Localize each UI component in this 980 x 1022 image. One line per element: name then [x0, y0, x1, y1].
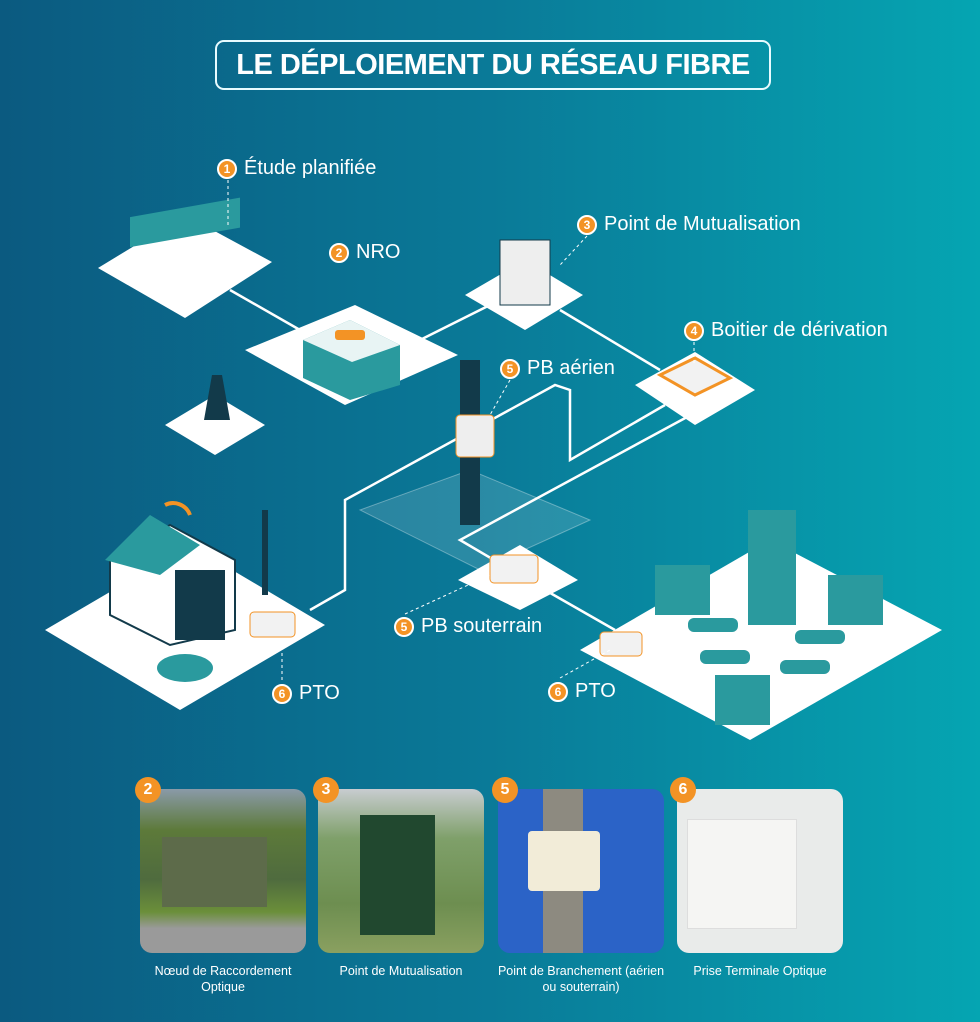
palm-tree [262, 510, 268, 595]
boitier [656, 356, 734, 397]
photo-pb [498, 789, 664, 953]
photo-badge: 5 [492, 777, 518, 803]
photo-badge: 3 [313, 777, 339, 803]
step-label: Boitier de dérivation [711, 319, 888, 341]
wifi-icon [164, 501, 192, 516]
tower-kiosk [748, 510, 796, 625]
desk-illustration [130, 197, 240, 248]
platform-etude [98, 215, 272, 318]
step-boitier-derivation: 4 Boitier de dérivation [684, 319, 888, 342]
step-label: PTO [575, 680, 616, 702]
step-badge: 3 [577, 214, 597, 235]
step-label: PB aérien [527, 357, 615, 379]
photo-caption: Nœud de Raccordement Optique [154, 964, 292, 994]
step-point-mutualisation: 3 Point de Mutualisation [577, 213, 801, 236]
step-badge: 2 [329, 242, 349, 263]
pb-souterrain-box [489, 554, 539, 584]
step-label: PB souterrain [421, 615, 543, 637]
step-badge: 5 [500, 358, 520, 379]
platform-tree [165, 395, 265, 455]
step-badge: 6 [548, 681, 568, 702]
step-badge: 6 [272, 683, 292, 704]
photo-pto [677, 789, 843, 953]
photo-nro [140, 789, 306, 953]
step-label: Point de Mutualisation [604, 213, 801, 235]
photo-badge: 2 [135, 777, 161, 803]
step-etude-planifiee: 1 Étude planifiée [217, 157, 376, 180]
step-label: Étude planifiée [244, 157, 377, 179]
pm-cabinet [499, 239, 551, 306]
tree-icon [204, 375, 230, 420]
step-label: PTO [299, 682, 340, 704]
step-pb-souterrain: 5 PB souterrain [394, 615, 542, 638]
page-title: LE DÉPLOIEMENT DU RÉSEAU FIBRE [215, 40, 771, 90]
step-badge: 4 [684, 320, 704, 341]
photo-pm [318, 789, 484, 953]
photo-caption: Prise Terminale Optique [693, 964, 827, 978]
photo-caption: Point de Mutualisation [339, 964, 463, 978]
car [157, 654, 213, 682]
photo-caption: Point de Branchement (aérien ou souterra… [497, 964, 665, 994]
step-badge: 1 [217, 158, 237, 179]
step-pb-aerien: 5 PB aérien [500, 357, 615, 380]
step-nro: 2 NRO [329, 241, 400, 264]
network-diagram [98, 197, 883, 725]
photo-badge: 6 [670, 777, 696, 803]
step-pto-office: 6 PTO [548, 680, 616, 703]
step-label: NRO [356, 241, 401, 263]
step-pto-house: 6 PTO [272, 682, 340, 705]
step-badge: 5 [394, 616, 414, 637]
